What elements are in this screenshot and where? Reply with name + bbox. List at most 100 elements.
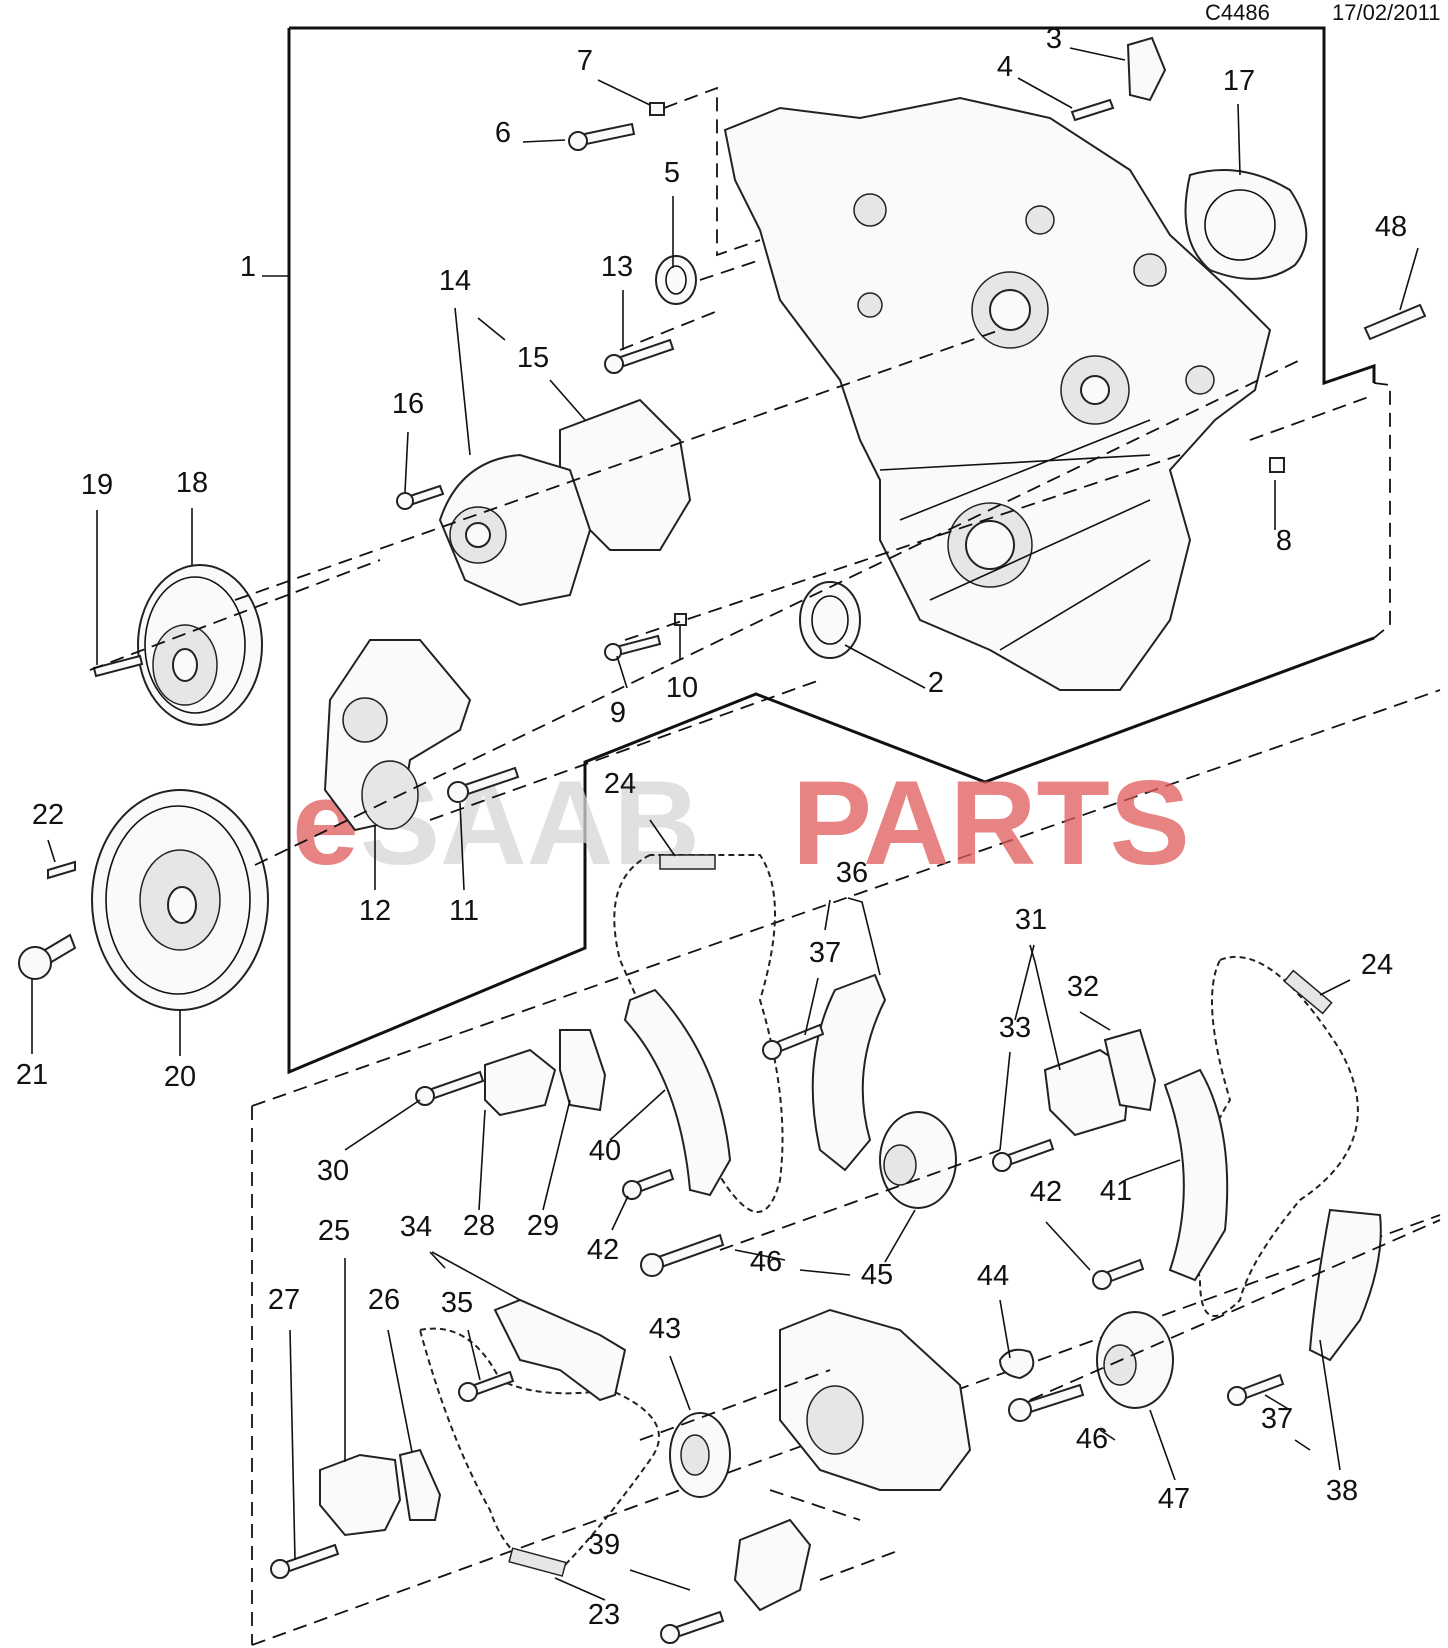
seal-part-2 <box>799 581 861 659</box>
crankshaft-pulley-18 <box>137 564 263 726</box>
callout-label-c27: 27 <box>268 1284 300 1316</box>
seal-part-5-inner <box>665 265 687 295</box>
callout-label-c30: 30 <box>317 1155 349 1187</box>
bolt-head-part-37-upper <box>762 1040 782 1060</box>
belt-tensioner <box>323 639 472 832</box>
callout-label-c1: 1 <box>240 251 256 283</box>
assembly-boundary-solid <box>287 26 1376 1075</box>
camshaft-sprocket-47 <box>1096 1311 1174 1409</box>
callout-label-c6: 6 <box>495 117 511 149</box>
chain-guide-41 <box>1163 1068 1229 1282</box>
seal-part-2-inner <box>811 595 849 645</box>
bolt-head-part-lower-center <box>660 1624 680 1644</box>
callout-label-c33: 33 <box>999 1012 1031 1044</box>
callout-label-c5: 5 <box>664 157 680 189</box>
oil-pump-housing <box>779 1308 972 1491</box>
dowel-part-8 <box>1269 457 1285 473</box>
bolt-head-part-16 <box>396 492 414 510</box>
crankshaft-sprocket-43 <box>669 1412 731 1498</box>
callout-leader-lines <box>31 47 1419 1601</box>
callout-label-c2: 2 <box>928 667 944 699</box>
callout-label-c26: 26 <box>368 1284 400 1316</box>
callout-label-c22: 22 <box>32 799 64 831</box>
callout-label-c24a: 24 <box>604 768 636 800</box>
seal-part-5 <box>655 255 697 305</box>
assembly-centerlines-upper <box>89 259 1301 866</box>
callout-label-c41: 41 <box>1100 1175 1132 1207</box>
camshaft-sprocket-45 <box>879 1111 957 1209</box>
bolt-head-part-21 <box>18 946 52 980</box>
callout-label-c9: 9 <box>610 697 626 729</box>
callout-label-c39: 39 <box>588 1529 620 1561</box>
bracket-part-3 <box>1126 36 1167 102</box>
bolt-head-part-46-right <box>1008 1398 1032 1422</box>
bolt-head-part-42-left <box>622 1180 642 1200</box>
tensioner-gasket-29 <box>559 1029 607 1112</box>
callout-label-c35: 35 <box>441 1287 473 1319</box>
callout-label-c23: 23 <box>588 1599 620 1631</box>
assembly-boundary-dashed-lower <box>251 689 1441 1646</box>
leader-dashed-7 <box>663 86 761 257</box>
oil-pump-bore <box>806 1385 864 1455</box>
bolt-head-part-9 <box>604 643 622 661</box>
callout-label-c46b: 46 <box>1076 1423 1108 1455</box>
callout-label-c24b: 24 <box>1361 949 1393 981</box>
callout-label-c43: 43 <box>649 1313 681 1345</box>
chain-link-segment-24a <box>659 854 716 870</box>
cover-gasket <box>1184 169 1308 280</box>
assembly-centerlines-lower <box>639 1149 1441 1581</box>
callout-label-c16: 16 <box>392 388 424 420</box>
bolt-head-part-13 <box>604 354 624 374</box>
timing-chain-24-right <box>1193 955 1359 1317</box>
chain-guide-34 <box>493 1298 627 1402</box>
bolt-head-part-27 <box>270 1559 290 1579</box>
callout-label-c38: 38 <box>1326 1475 1358 1507</box>
nut-part-10 <box>674 613 687 626</box>
callout-label-c31: 31 <box>1015 904 1047 936</box>
bolt-part-4 <box>1070 98 1115 122</box>
callout-label-c34: 34 <box>400 1211 432 1243</box>
chain-guide-36 <box>811 973 887 1172</box>
bolt-head-part-37-lower <box>1227 1386 1247 1406</box>
callout-label-c14: 14 <box>439 265 471 297</box>
callout-label-c36: 36 <box>836 857 868 889</box>
bolt-head-part-6 <box>568 131 588 151</box>
callout-label-c32: 32 <box>1067 971 1099 1003</box>
callout-label-c17: 17 <box>1223 65 1255 97</box>
callout-label-c42b: 42 <box>1030 1176 1062 1208</box>
callout-label-c44: 44 <box>977 1260 1009 1292</box>
tensioner-gasket-31 <box>1103 1028 1157 1112</box>
callout-label-c7: 7 <box>577 45 593 77</box>
callout-label-c10: 10 <box>666 672 698 704</box>
callout-label-c45: 45 <box>861 1259 893 1291</box>
clip-part-44 <box>998 1348 1035 1380</box>
callout-label-c47: 47 <box>1158 1483 1190 1515</box>
chain-guide-bracket-lower <box>733 1518 812 1612</box>
callout-label-c3: 3 <box>1046 23 1062 55</box>
chain-tensioner-32 <box>1043 1048 1132 1137</box>
chain-guide-40 <box>623 988 732 1197</box>
callout-label-c20: 20 <box>164 1061 196 1093</box>
callout-label-c15: 15 <box>517 342 549 374</box>
bolt-head-part-33 <box>992 1152 1012 1172</box>
callout-label-c29: 29 <box>527 1210 559 1242</box>
callout-labels: 1234567891011121314151617181920212223242… <box>16 23 1407 1631</box>
chain-guide-38 <box>1308 1208 1382 1362</box>
callout-label-c8: 8 <box>1276 525 1292 557</box>
callout-label-c48: 48 <box>1375 211 1407 243</box>
bolt-head-part-30 <box>415 1086 435 1106</box>
callout-label-c42a: 42 <box>587 1234 619 1266</box>
chain-tensioner-28 <box>484 1048 557 1117</box>
callout-label-c40: 40 <box>589 1135 621 1167</box>
diagram-date: 17/02/2011 <box>1332 0 1440 25</box>
diagram-code: C4486 <box>1205 0 1270 25</box>
callout-label-c12: 12 <box>359 895 391 927</box>
harmonic-damper-20 <box>91 789 269 1011</box>
chain-link-segment-23 <box>508 1547 567 1577</box>
timing-chain-24-left <box>613 854 784 1213</box>
bolt-head-part-42-right <box>1092 1270 1112 1290</box>
bolt-head-part-11 <box>447 781 469 803</box>
dowel-part-7 <box>649 102 665 116</box>
bolt-head-part-35 <box>458 1382 478 1402</box>
